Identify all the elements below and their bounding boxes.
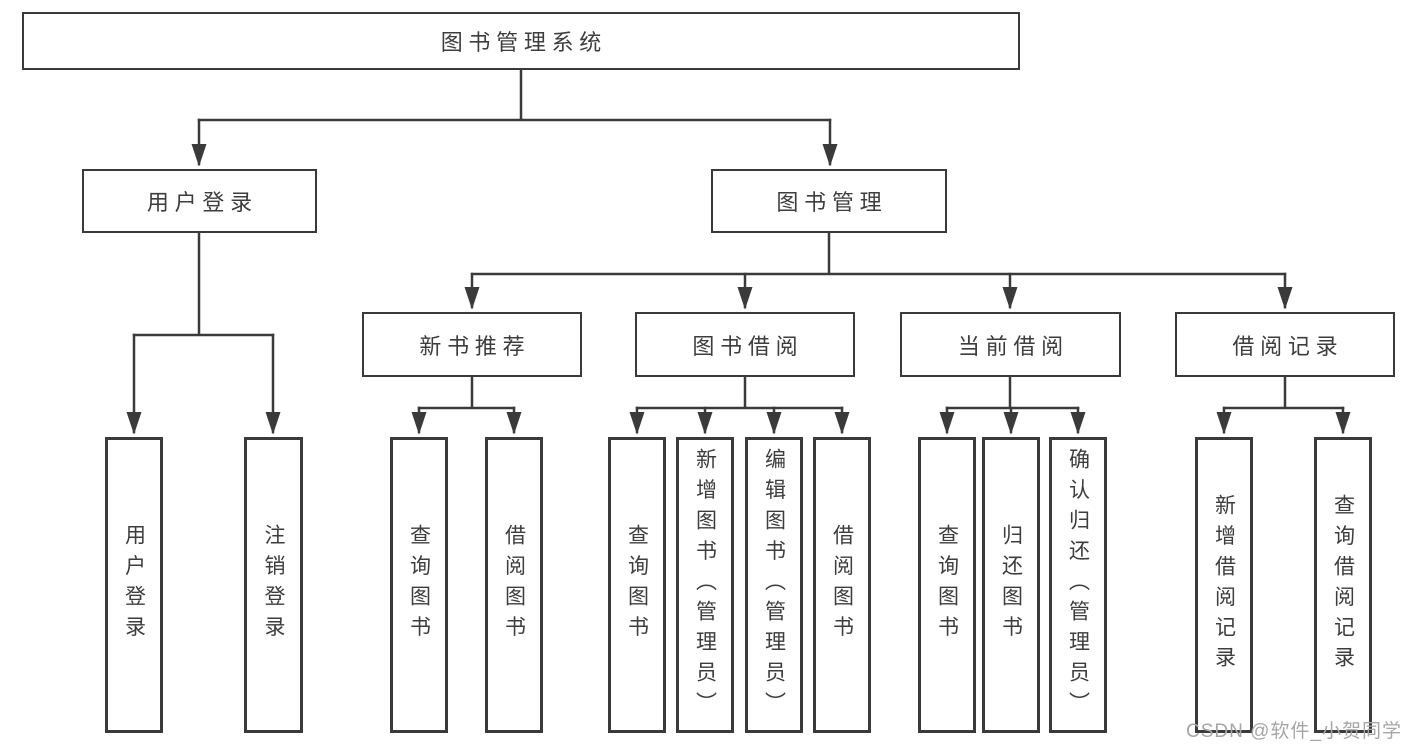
node-borrow-records: 借阅记录	[1175, 312, 1395, 377]
node-new-book-recommend: 新书推荐	[362, 312, 582, 377]
leaf-label: 查询图书	[625, 524, 649, 646]
leaf-borrow-query-book: 查询图书	[608, 437, 666, 733]
node-library-management-system: 图书管理系统	[22, 12, 1020, 70]
leaf-label: 借阅图书	[830, 524, 854, 646]
node-book-management: 图书管理	[711, 169, 947, 233]
leaf-label: 注销登录	[262, 524, 285, 646]
node-label: 图书管理系统	[440, 30, 608, 55]
leaf-label: 编辑图书（管理员）	[762, 447, 786, 723]
node-label: 当前借阅	[957, 333, 1069, 359]
node-current-borrow: 当前借阅	[900, 312, 1121, 377]
leaf-label: 借阅图书	[502, 524, 526, 646]
leaf-label: 用户登录	[122, 524, 146, 646]
leaf-recommend-query-book: 查询图书	[390, 437, 448, 733]
leaf-label: 新增借阅记录	[1212, 493, 1236, 677]
watermark: CSDN @软件_小贺同学	[1186, 721, 1402, 742]
leaf-label: 新增图书（管理员）	[693, 447, 717, 723]
node-label: 借阅记录	[1232, 333, 1344, 359]
leaf-return-book: 归还图书	[982, 437, 1040, 733]
leaf-edit-book-admin: 编辑图书（管理员）	[745, 437, 803, 733]
leaf-confirm-return-admin: 确认归还（管理员）	[1049, 437, 1107, 733]
leaf-current-query-book: 查询图书	[918, 437, 976, 733]
leaf-label: 查询图书	[935, 524, 959, 646]
node-label: 图书管理	[776, 190, 888, 215]
leaf-user-login: 用户登录	[105, 437, 163, 733]
leaf-label: 查询图书	[407, 524, 431, 646]
node-user-login: 用户登录	[82, 169, 317, 233]
leaf-label: 归还图书	[999, 524, 1023, 646]
node-label: 用户登录	[146, 190, 258, 215]
leaf-recommend-borrow-book: 借阅图书	[485, 437, 543, 733]
node-book-borrow: 图书借阅	[635, 312, 855, 377]
node-label: 新书推荐	[419, 333, 531, 359]
leaf-logout-login: 注销登录	[244, 437, 303, 733]
leaf-query-borrow-record: 查询借阅记录	[1314, 437, 1372, 733]
leaf-borrow-book: 借阅图书	[813, 437, 871, 733]
leaf-label: 查询借阅记录	[1331, 493, 1355, 677]
leaf-add-borrow-record: 新增借阅记录	[1195, 437, 1253, 733]
node-label: 图书借阅	[692, 333, 804, 359]
leaf-add-book-admin: 新增图书（管理员）	[676, 437, 734, 733]
leaf-label: 确认归还（管理员）	[1066, 447, 1090, 723]
